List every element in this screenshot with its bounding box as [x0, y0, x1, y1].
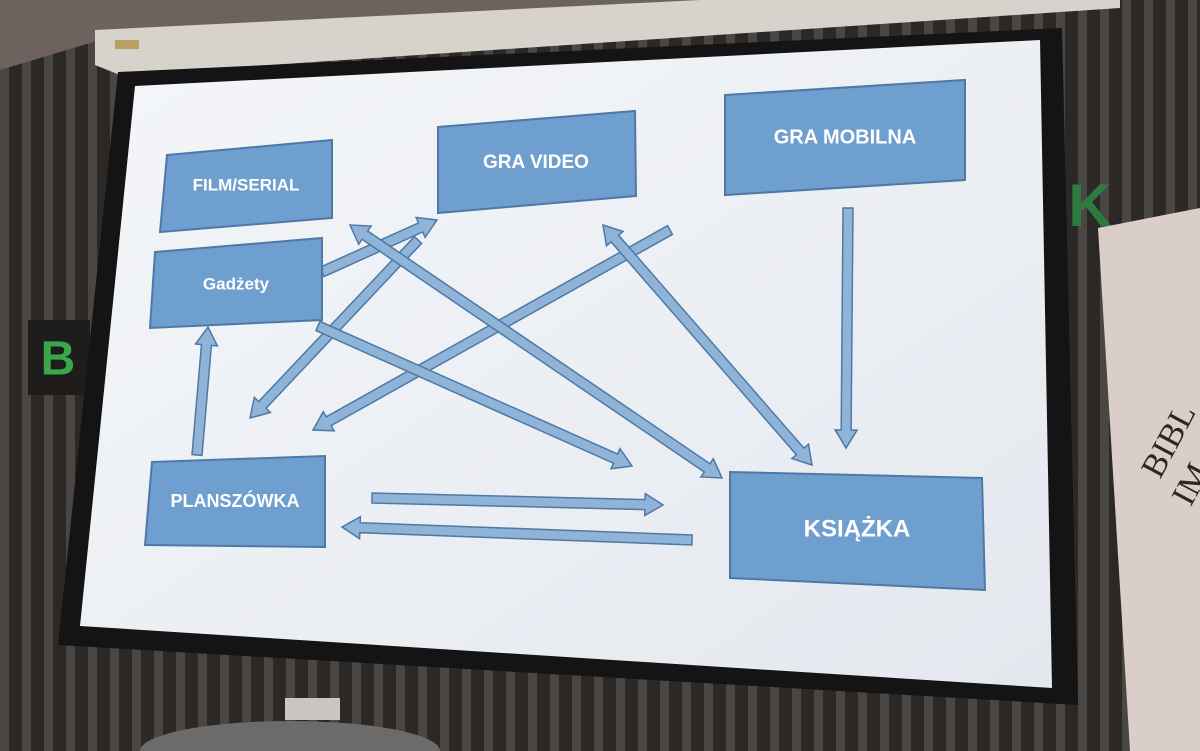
wall-socket: [285, 698, 340, 720]
node-gadzety: Gadżety: [148, 236, 323, 330]
node-planszowka: PLANSZÓWKA: [143, 454, 326, 549]
node-label: FILM/SERIAL: [193, 175, 300, 194]
node-label: KSIĄŻKA: [804, 515, 911, 542]
arrow-gra-mobilna-to-ksiazka: [833, 207, 859, 450]
arrow-gadzety-to-center: [315, 320, 634, 470]
ceiling: [0, 0, 700, 70]
chair-back: [140, 721, 440, 751]
arrow-planszowka-to-gadzety: [191, 325, 219, 457]
roll-up-banner: [1098, 208, 1200, 751]
node-gra-video: GRA VIDEO: [437, 109, 638, 215]
arrow-ksiazka-to-planszowka: [340, 515, 693, 546]
arrow-film-ksiazka: [348, 224, 724, 479]
casing-label: [115, 40, 139, 49]
arrow-planszowka-to-ksiazka: [371, 492, 665, 517]
arrow-gra-video-to-left: [249, 235, 423, 420]
node-gra-mobilna: GRA MOBILNA: [724, 78, 966, 197]
node-label: GRA MOBILNA: [774, 126, 917, 148]
arrow-gra-video-ksiazka: [602, 223, 813, 467]
screen-casing: [95, 0, 1120, 75]
node-ksiazka: KSIĄŻKA: [729, 470, 987, 592]
wall-sign-b: [28, 320, 90, 395]
node-label: GRA VIDEO: [483, 152, 589, 173]
wall-letter-b: B: [41, 333, 76, 386]
node-film-serial: FILM/SERIAL: [158, 138, 333, 234]
node-label: Gadżety: [203, 274, 270, 293]
node-label: PLANSZÓWKA: [171, 490, 300, 511]
arrow-group: [191, 207, 859, 546]
